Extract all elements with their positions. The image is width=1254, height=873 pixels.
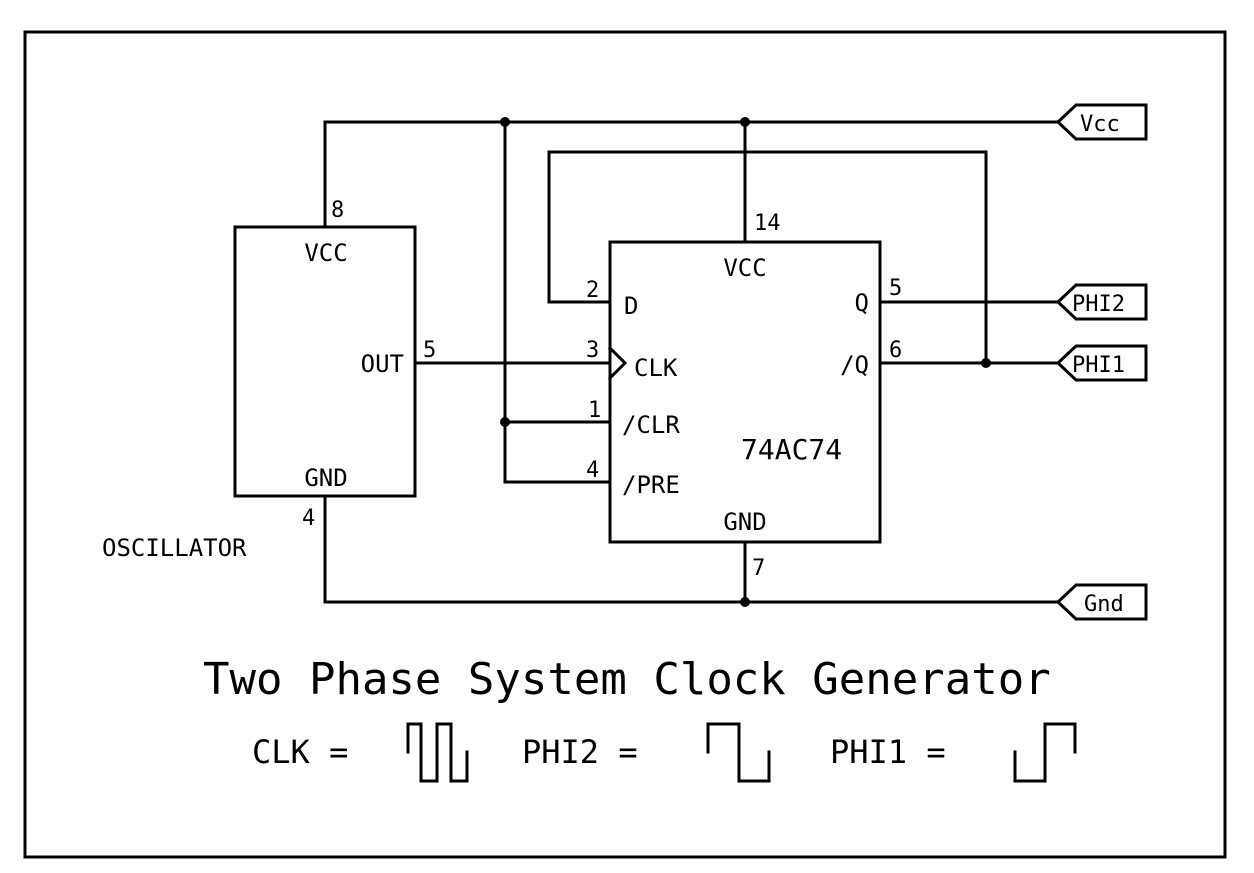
osc-pin-4: 4 xyxy=(302,506,315,531)
legend-clk-label: CLK = xyxy=(252,733,348,771)
port-gnd: Gnd xyxy=(1055,583,1148,621)
junction-dot xyxy=(500,417,510,427)
ff-pin-7: 7 xyxy=(752,556,765,581)
port-vcc: Vcc xyxy=(1055,103,1148,141)
ff-vcc-label: VCC xyxy=(723,254,766,282)
clock-input-triangle xyxy=(607,345,628,381)
osc-vcc-label: VCC xyxy=(304,239,347,267)
ff-clr-label: /CLR xyxy=(622,411,680,439)
ff-pin-3: 3 xyxy=(586,338,599,363)
ff-pin-4: 4 xyxy=(586,458,599,483)
phi2-waveform-icon xyxy=(706,722,771,783)
osc-pin-8: 8 xyxy=(331,198,344,223)
osc-pin-5: 5 xyxy=(423,338,436,363)
ff-q-label: Q xyxy=(855,289,869,317)
oscillator-name: OSCILLATOR xyxy=(102,534,247,562)
legend-phi2-label: PHI2 = xyxy=(522,733,638,771)
osc-out-label: OUT xyxy=(361,350,404,378)
ff-pin-5: 5 xyxy=(889,276,902,301)
ff-pin-2: 2 xyxy=(586,278,599,303)
legend-phi1-label: PHI1 = xyxy=(830,733,946,771)
ff-pin-6: 6 xyxy=(889,338,902,363)
vcc-to-pre-wire xyxy=(503,120,612,484)
ff-qn-label: /Q xyxy=(840,351,869,379)
d-feedback-wire xyxy=(547,150,988,365)
ff-pre-label: /PRE xyxy=(622,471,680,499)
phi1-waveform-icon xyxy=(1013,722,1077,783)
junction-dot xyxy=(981,358,991,368)
ff-gnd-label: GND xyxy=(723,508,766,536)
diagram-title: Two Phase System Clock Generator xyxy=(203,654,1051,705)
port-phi1-label: PHI1 xyxy=(1072,353,1125,378)
ff-clk-label: CLK xyxy=(634,354,678,382)
port-phi1: PHI1 xyxy=(1055,344,1148,382)
port-gnd-label: Gnd xyxy=(1084,592,1124,617)
junction-dot xyxy=(740,597,750,607)
junction-dot xyxy=(500,117,510,127)
ff-pin-14: 14 xyxy=(754,211,781,236)
ff-d-label: D xyxy=(624,292,638,320)
ff-pin-1: 1 xyxy=(588,398,601,423)
port-phi2: PHI2 xyxy=(1055,283,1148,321)
port-vcc-label: Vcc xyxy=(1080,112,1120,137)
port-phi2-label: PHI2 xyxy=(1072,292,1125,317)
junction-dot xyxy=(740,117,750,127)
ff-part-number: 74AC74 xyxy=(741,433,842,466)
clk-waveform-icon xyxy=(406,722,469,783)
gnd-rail-wire xyxy=(323,494,1060,604)
osc-gnd-label: GND xyxy=(304,464,347,492)
drawing-border xyxy=(23,30,1227,859)
vcc-rail-wire xyxy=(323,120,1060,229)
